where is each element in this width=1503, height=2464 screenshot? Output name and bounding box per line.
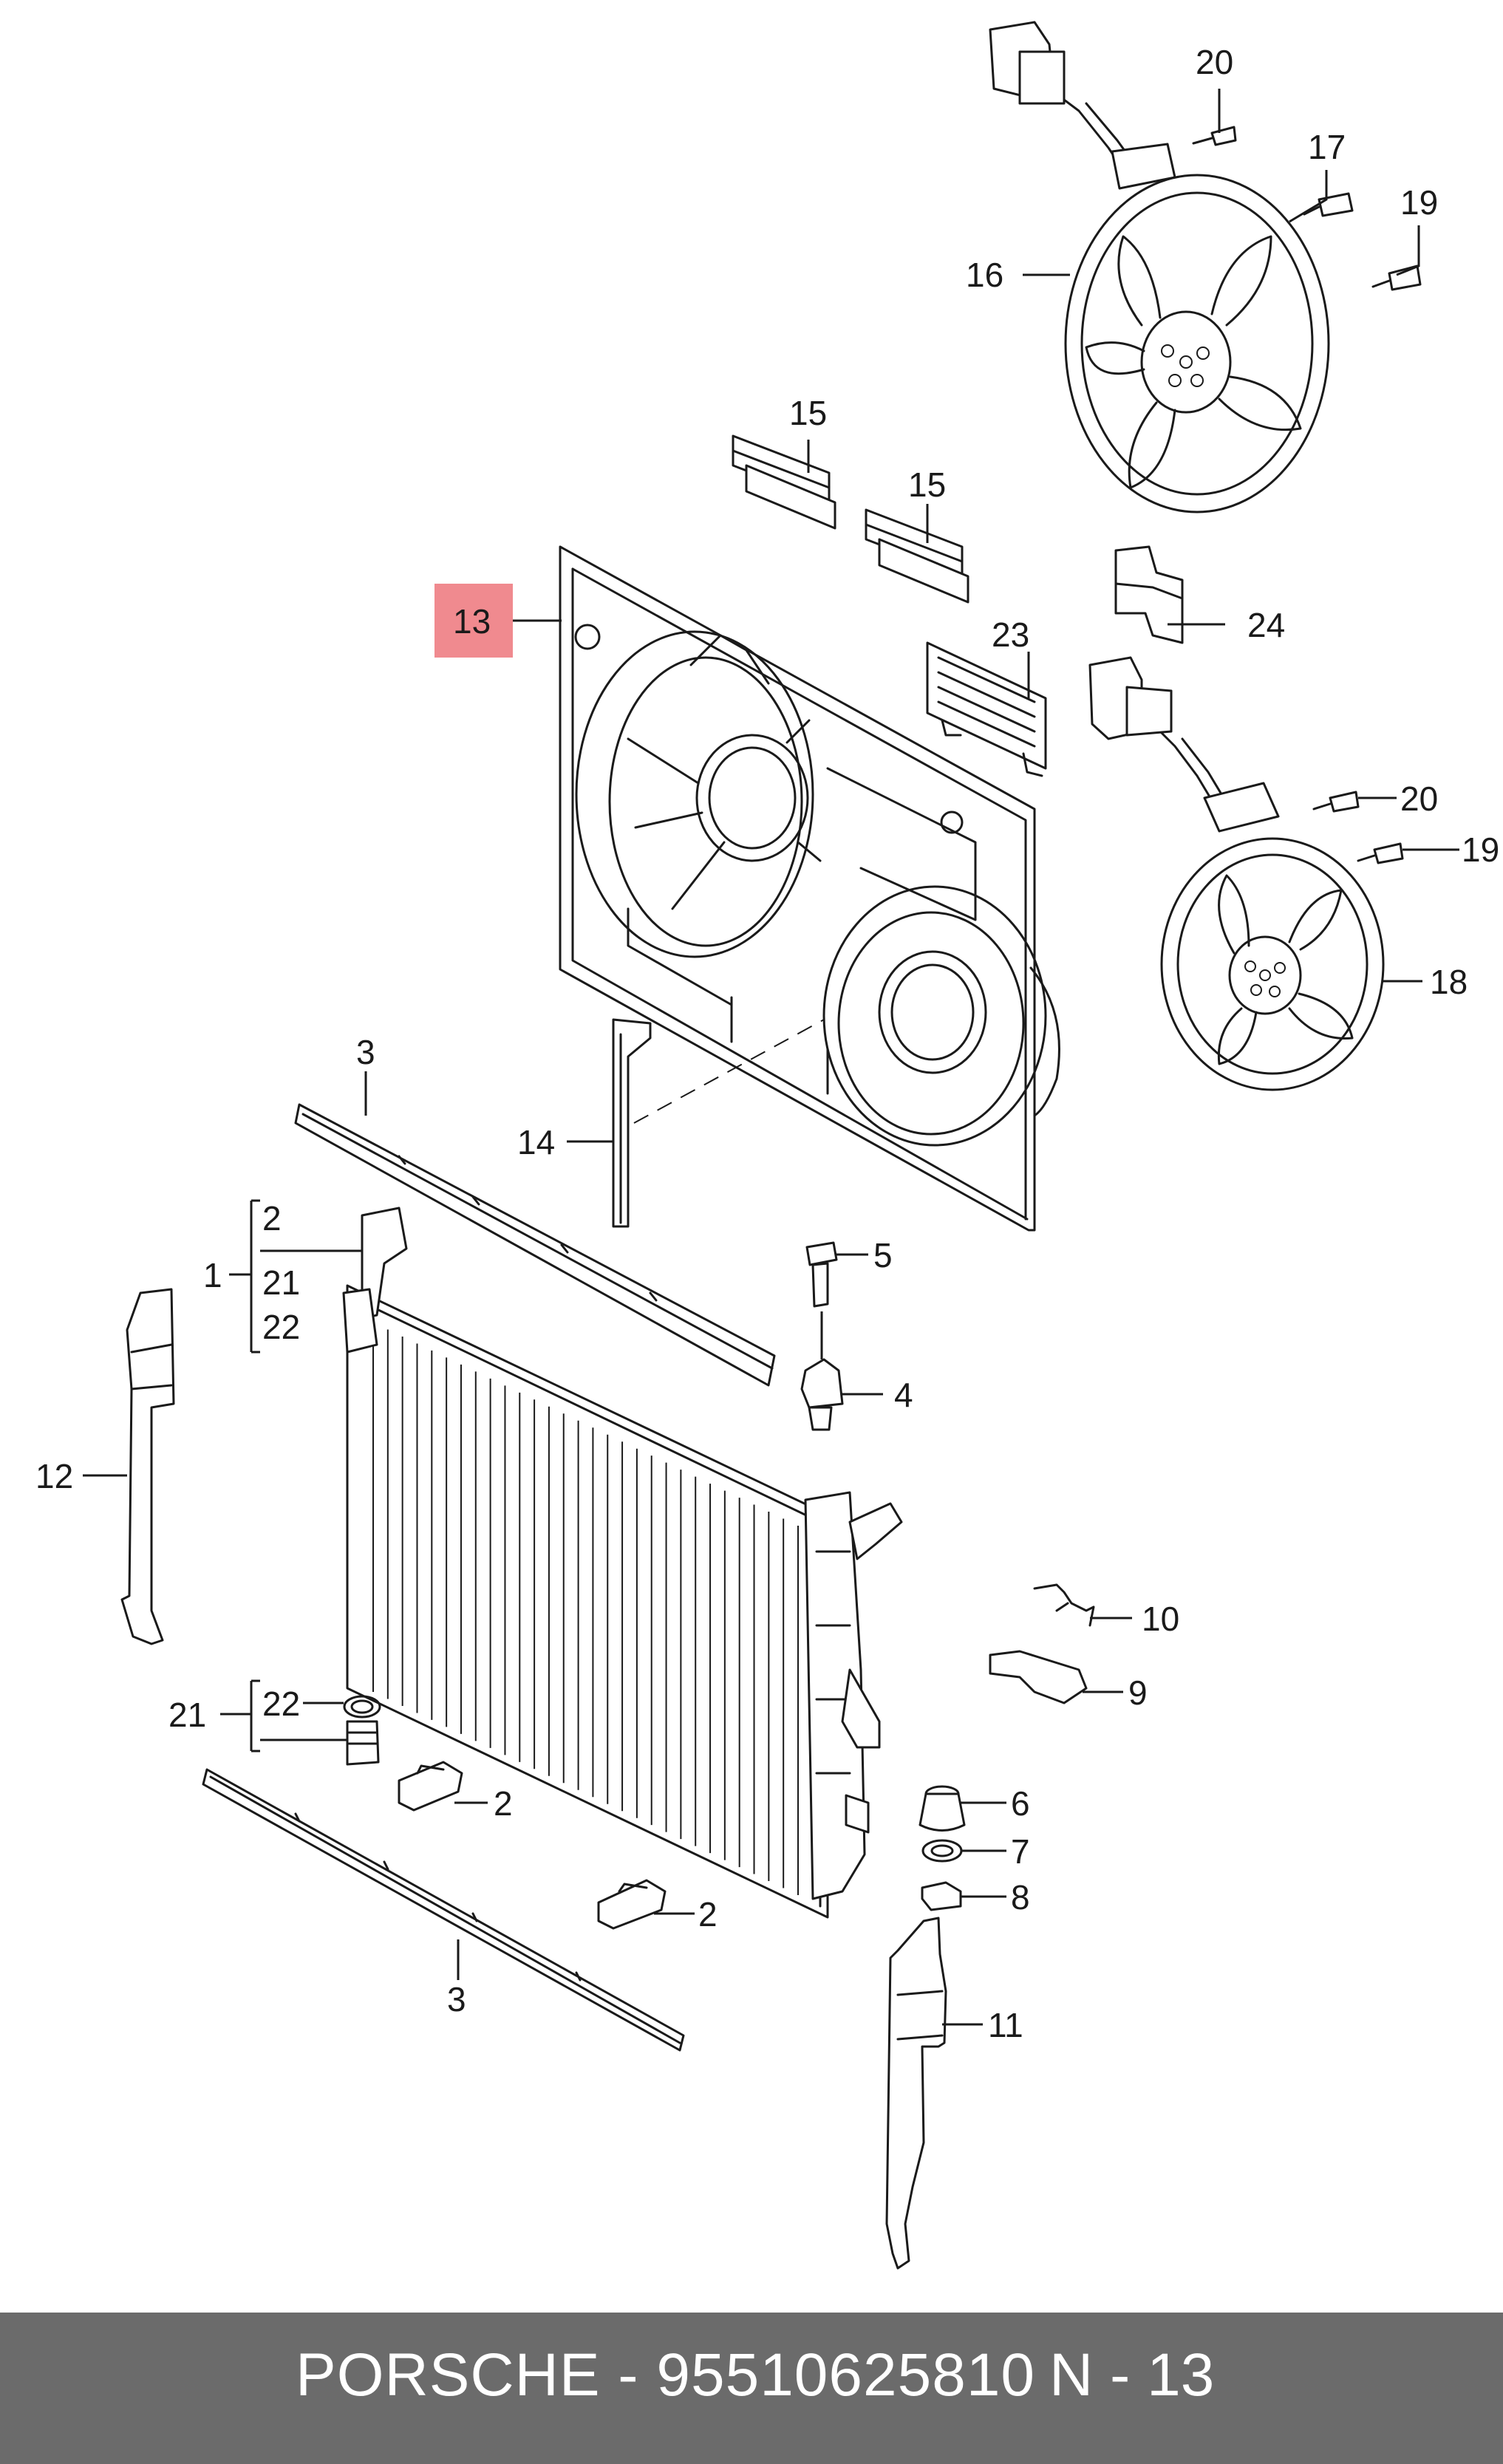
- callout-3-top: 3: [356, 1033, 375, 1071]
- callout-4: 4: [894, 1376, 913, 1414]
- callout-9: 9: [1128, 1673, 1148, 1712]
- callout-24: 24: [1247, 606, 1285, 644]
- bolt-5-drawing: [805, 1241, 838, 1308]
- callout-12: 12: [35, 1457, 73, 1495]
- callout-14: 14: [517, 1123, 555, 1161]
- parts-diagram: 20 17 19 16 15 15 13 24 23 20 19 18 3 14…: [35, 21, 1499, 2270]
- callout-19-right: 19: [1462, 830, 1499, 869]
- callout-5: 5: [873, 1236, 893, 1274]
- callout-20-right: 20: [1400, 779, 1438, 818]
- callout-20-top: 20: [1196, 43, 1233, 81]
- leader-lines: [83, 89, 1459, 2026]
- callout-2-bracket: 2: [262, 1199, 282, 1238]
- callout-15-left: 15: [789, 394, 827, 432]
- bracket-15-drawing: [732, 434, 969, 604]
- air-guide-3-lower-drawing: [202, 1768, 685, 2052]
- clip-8-drawing: [921, 1881, 962, 1911]
- side-panel-11-drawing: [885, 1917, 947, 2270]
- washer-7-drawing: [921, 1839, 963, 1863]
- part-number-title: PORSCHE - 95510625810: [296, 2341, 1036, 2409]
- radiator-1-drawing: [342, 1207, 903, 1919]
- mount-2-drawing: [398, 1761, 667, 1930]
- callout-8: 8: [1011, 1878, 1030, 1917]
- callout-23: 23: [992, 615, 1029, 654]
- callout-22-bracket-top: 22: [262, 1308, 300, 1346]
- page-reference: N - 13: [1049, 2341, 1215, 2409]
- callout-17: 17: [1308, 128, 1346, 166]
- callout-18: 18: [1430, 963, 1468, 1001]
- air-guide-3-upper-drawing: [294, 1103, 776, 1387]
- callout-labels: 20 17 19 16 15 15 13 24 23 20 19 18 3 14…: [35, 43, 1499, 2044]
- callout-22-bracket-bottom: 22: [262, 1685, 300, 1723]
- callout-13-highlight: [434, 584, 513, 658]
- clip-10-drawing: [1033, 1583, 1095, 1627]
- callout-2-mount-left: 2: [494, 1784, 513, 1823]
- callout-2-mount-right: 2: [698, 1895, 718, 1934]
- callout-6: 6: [1011, 1784, 1030, 1823]
- callout-21-bracket-bottom: 21: [168, 1696, 206, 1734]
- side-panel-12-drawing: [120, 1288, 175, 1645]
- footer-bar: PORSCHE - 95510625810 N - 13: [0, 2313, 1503, 2464]
- connector-24-drawing: [1114, 545, 1184, 644]
- drain-plug-drawing: [343, 1695, 381, 1766]
- fan-16-drawing: [989, 21, 1422, 513]
- callout-19-top: 19: [1400, 183, 1438, 222]
- callout-3-bottom: 3: [447, 1980, 466, 2018]
- callout-1: 1: [203, 1256, 222, 1294]
- resistor-23-drawing: [926, 641, 1047, 777]
- callout-7: 7: [1011, 1832, 1030, 1871]
- callout-16: 16: [966, 256, 1003, 294]
- callout-13: 13: [453, 602, 491, 641]
- fan-shroud-13-drawing: [559, 545, 1060, 1232]
- callout-15-right: 15: [908, 465, 946, 504]
- seal-14-drawing: [612, 1018, 825, 1228]
- callout-10: 10: [1142, 1600, 1179, 1638]
- fan-18-drawing: [1088, 656, 1404, 1091]
- callout-21-bracket-top: 21: [262, 1263, 300, 1302]
- bracket-9-drawing: [989, 1650, 1088, 1704]
- callout-11: 11: [988, 2006, 1023, 2044]
- buffer-6-drawing: [918, 1785, 966, 1832]
- bracket-4-drawing: [800, 1358, 844, 1431]
